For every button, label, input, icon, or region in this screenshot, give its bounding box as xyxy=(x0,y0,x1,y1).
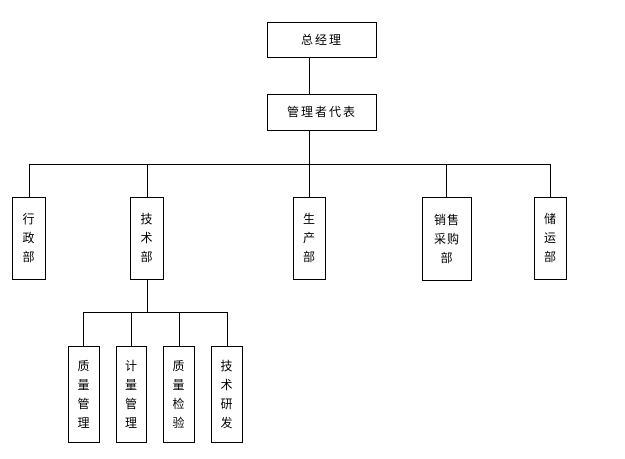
connector-level3-trunk xyxy=(29,164,551,165)
connector-drop-storage xyxy=(550,165,551,197)
node-label-line: 验 xyxy=(172,415,186,430)
node-label-line: 部 xyxy=(440,250,454,265)
node-management-representative: 管理者代表 xyxy=(267,94,377,131)
node-tech-research-development: 技术研发 xyxy=(211,346,243,443)
node-label-line: 术 xyxy=(140,231,154,245)
connector-drop-tech xyxy=(147,165,148,197)
connector-drop-measurement xyxy=(131,313,132,346)
node-label-line: 政 xyxy=(22,231,36,245)
node-label-line: 生 xyxy=(302,212,316,226)
node-storage-transport-dept: 储运部 xyxy=(534,197,567,280)
node-label-line: 部 xyxy=(543,250,557,264)
node-quality-inspection: 质量检验 xyxy=(163,346,195,443)
node-tech-dept: 技术部 xyxy=(130,197,164,280)
node-label-line: 检 xyxy=(172,396,186,411)
node-label-line: 部 xyxy=(140,250,154,264)
node-label-line: 发 xyxy=(220,415,234,430)
node-label-line: 计 xyxy=(124,358,138,373)
node-label-line: 质 xyxy=(172,358,186,373)
connector-rep-to-trunk xyxy=(309,131,310,164)
node-label-line: 运 xyxy=(543,231,557,245)
connector-tech-to-subtrunk xyxy=(147,280,148,312)
connector-drop-sales xyxy=(446,165,447,197)
node-label-line: 部 xyxy=(302,250,316,264)
connector-level4-trunk xyxy=(83,312,228,313)
node-label-line: 量 xyxy=(172,377,186,392)
node-label-line: 研 xyxy=(220,396,234,411)
node-general-manager: 总经理 xyxy=(267,22,377,58)
connector-drop-quality-mgmt xyxy=(83,313,84,346)
node-label-line: 量 xyxy=(77,377,91,392)
node-label-line: 技 xyxy=(220,358,234,373)
connector-drop-tech-rd xyxy=(227,313,228,346)
node-label-line: 管 xyxy=(124,396,138,411)
node-label-line: 量 xyxy=(124,377,138,392)
connector-drop-inspection xyxy=(179,313,180,346)
connector-drop-admin xyxy=(29,165,30,197)
node-label-line: 技 xyxy=(140,212,154,226)
node-sales-purchasing-dept: 销售采购部 xyxy=(422,197,472,281)
node-label-line: 采购 xyxy=(433,231,460,246)
node-label-line: 管 xyxy=(77,396,91,411)
node-label-line: 部 xyxy=(22,250,36,264)
node-label-line: 行 xyxy=(22,212,36,226)
connector-gm-to-rep xyxy=(309,58,310,94)
node-label-line: 术 xyxy=(220,377,234,392)
node-quality-management: 质量管理 xyxy=(68,346,100,443)
node-production-dept: 生产部 xyxy=(293,197,326,280)
node-label-line: 理 xyxy=(77,415,91,430)
node-label-line: 销售 xyxy=(433,212,460,227)
connector-drop-production xyxy=(309,165,310,197)
node-label-line: 产 xyxy=(302,231,316,245)
node-label-line: 质 xyxy=(77,358,91,373)
node-admin-dept: 行政部 xyxy=(12,197,46,280)
node-label-line: 理 xyxy=(124,415,138,430)
node-label-line: 储 xyxy=(543,212,557,226)
node-measurement-management: 计量管理 xyxy=(116,346,147,443)
